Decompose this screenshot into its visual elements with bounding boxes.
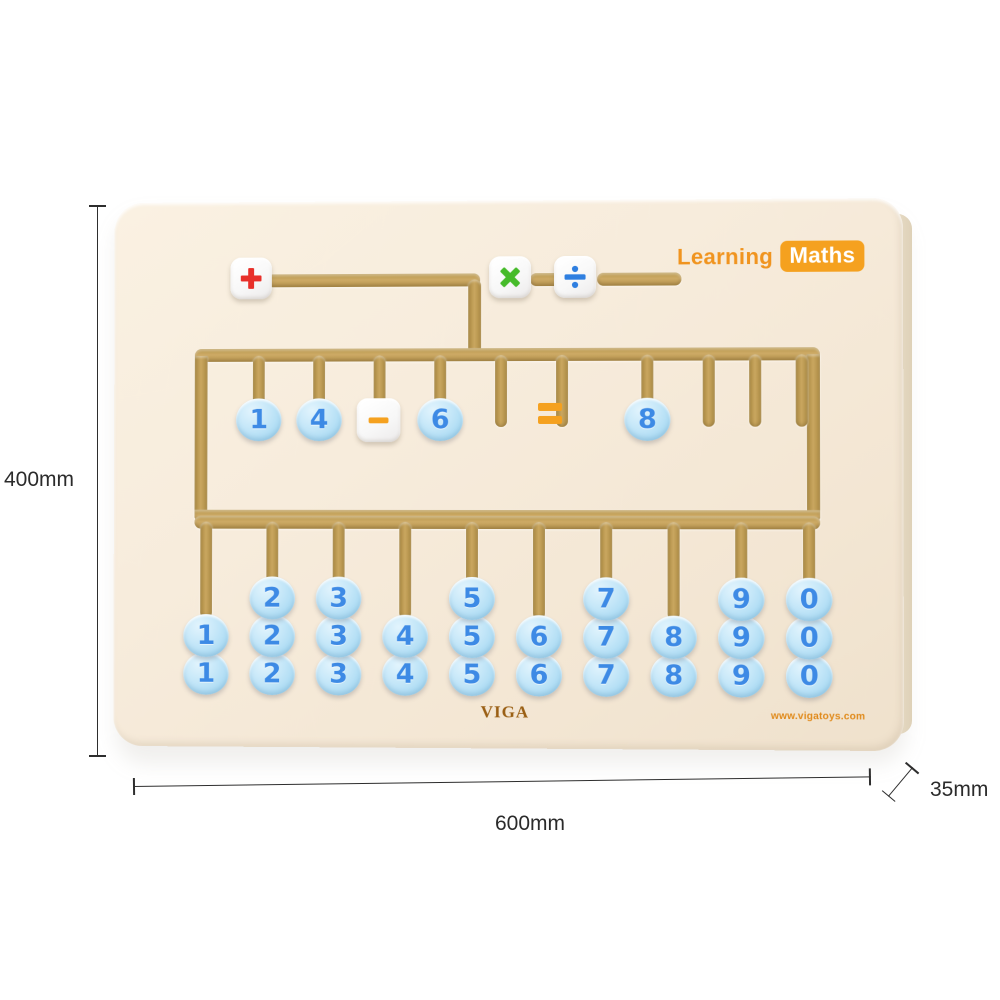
number-bead-7[interactable]: 7 <box>583 653 630 697</box>
height-dimension-label: 400mm <box>4 468 75 491</box>
operator-tile-multiply[interactable] <box>489 256 532 299</box>
equation-bead-1[interactable]: 1 <box>236 398 282 442</box>
number-column-rail-4 <box>399 521 412 619</box>
depth-dimension-line <box>887 766 914 798</box>
website-label: www.vigatoys.com <box>770 710 866 723</box>
plus-icon <box>240 268 262 289</box>
number-column-rail-6 <box>532 522 546 620</box>
number-bead-3[interactable]: 3 <box>315 652 362 696</box>
equation-bead-2[interactable]: 4 <box>296 398 342 442</box>
equation-rail-top <box>194 347 820 362</box>
depth-dimension-label: 35mm <box>930 778 989 801</box>
number-bead-5[interactable]: 5 <box>449 576 495 621</box>
number-bead-7[interactable]: 7 <box>583 577 630 621</box>
width-dimension-line <box>132 776 871 787</box>
product-logo: Learning Maths <box>677 240 865 272</box>
number-bead-3[interactable]: 3 <box>315 614 362 658</box>
equals-printed-symbol <box>538 402 563 424</box>
number-bead-3[interactable]: 3 <box>315 576 362 620</box>
multiply-icon <box>501 267 521 288</box>
operator-rail-left <box>266 273 481 288</box>
number-bead-9[interactable]: 9 <box>718 654 765 698</box>
equation-tile-minus[interactable] <box>356 398 401 443</box>
width-dimension-label: 600mm <box>495 812 566 835</box>
equation-rail-left <box>194 355 208 518</box>
operator-rail-drop <box>468 279 482 356</box>
number-bead-8[interactable]: 8 <box>650 615 697 660</box>
logo-badge-maths: Maths <box>780 240 865 272</box>
number-bead-9[interactable]: 9 <box>718 615 765 660</box>
number-bead-2[interactable]: 2 <box>249 614 295 658</box>
number-grid-rail <box>194 515 821 530</box>
number-bead-2[interactable]: 2 <box>249 652 295 696</box>
equation-stub-10 <box>795 354 808 427</box>
equation-bead-3[interactable]: 6 <box>417 398 464 442</box>
operator-tile-plus[interactable] <box>230 257 272 300</box>
number-bead-0[interactable]: 0 <box>785 616 833 660</box>
maths-board: Learning Maths <box>113 197 905 752</box>
number-bead-2[interactable]: 2 <box>249 576 296 620</box>
minus-icon <box>368 417 389 424</box>
number-column-rail-1 <box>200 521 213 619</box>
logo-text-learning: Learning <box>677 243 774 269</box>
equation-stub-5 <box>495 355 508 428</box>
number-column-rail-8 <box>667 522 680 620</box>
number-bead-0[interactable]: 0 <box>785 654 833 699</box>
equation-stub-8 <box>702 354 715 427</box>
number-bead-9[interactable]: 9 <box>718 577 765 622</box>
equation-stub-9 <box>749 354 762 427</box>
product-image: Learning Maths <box>110 197 912 764</box>
number-bead-6[interactable]: 6 <box>515 615 563 659</box>
number-bead-1[interactable]: 1 <box>183 651 229 695</box>
number-bead-5[interactable]: 5 <box>448 652 495 697</box>
divide-icon <box>564 265 586 288</box>
equation-bead-4[interactable]: 8 <box>624 397 671 441</box>
number-bead-5[interactable]: 5 <box>448 614 495 659</box>
brand-label: VIGA <box>480 702 530 722</box>
number-bead-7[interactable]: 7 <box>583 615 630 659</box>
equation-rail-right <box>806 354 821 519</box>
operator-tile-divide[interactable] <box>554 255 597 299</box>
number-bead-8[interactable]: 8 <box>650 653 697 698</box>
number-bead-4[interactable]: 4 <box>382 614 429 658</box>
number-bead-0[interactable]: 0 <box>785 577 833 622</box>
number-bead-4[interactable]: 4 <box>382 652 429 696</box>
operator-rail-right <box>597 272 682 286</box>
number-bead-1[interactable]: 1 <box>183 614 229 657</box>
number-bead-6[interactable]: 6 <box>515 653 563 697</box>
height-dimension-line <box>89 205 106 757</box>
